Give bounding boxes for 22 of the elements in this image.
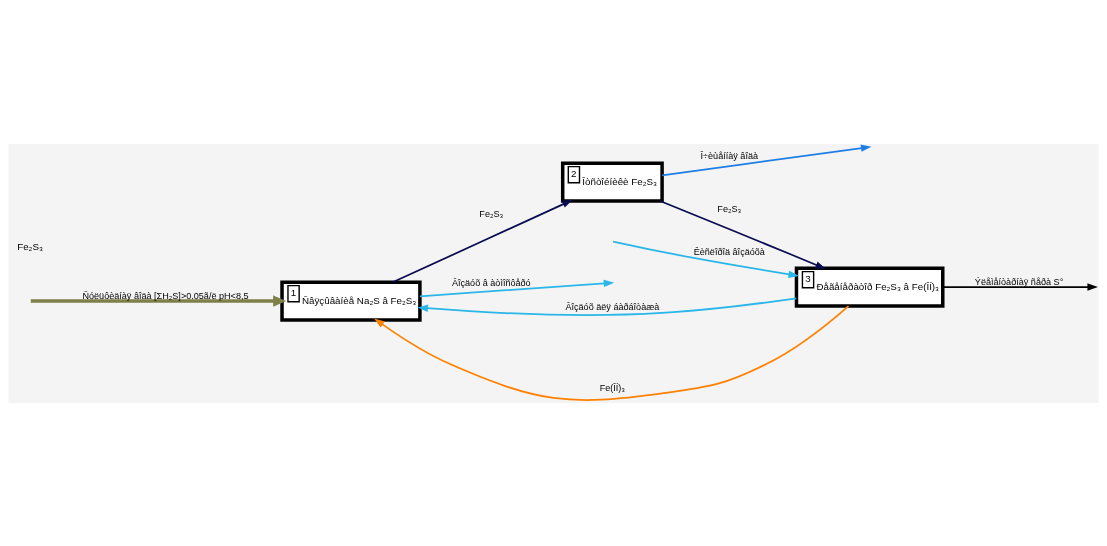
label: Fe₂S₃ (17, 240, 43, 252)
edge-label: Ýëåìåíòàðíàÿ ñåðà S° (974, 276, 1064, 287)
node-box: 1 Ñâÿçûâàíèå Na₂S â Fe₂S₃ (280, 279, 422, 322)
edge-label: Êèñëîðîä âîçäóõà (693, 246, 765, 257)
node-box: 2 Îòñòîéíèêè Fe₂S₃ (560, 160, 664, 203)
edge-label: Fe₂S₃ (717, 203, 742, 214)
edge-label: Ñóëüôèäíàÿ âîäà [ΣH₂S]>0.05ã/ë pH<8,5 (82, 290, 249, 301)
arrow (942, 282, 1098, 291)
arrow (374, 304, 850, 401)
arrow (392, 199, 573, 283)
edge-label: Fe(ÎÍ)₃ (599, 382, 626, 393)
edge-label: Âîçäóõ â àòìîñôåðó (451, 277, 531, 288)
arrow (417, 297, 798, 316)
edge-label: Î÷èùåííàÿ âîäà (700, 150, 759, 161)
edge-label: Âîçäóõ äëÿ áàðáîòàæà (565, 301, 660, 312)
arrow (612, 240, 799, 278)
arrow (419, 279, 615, 297)
node-box: 3 Ðåãåíåðàòîð Fe₂S₃ â Fe(ÎÍ)₃ (794, 265, 945, 308)
arrow (30, 294, 287, 307)
arrow (661, 144, 872, 176)
edge-label: Fe₂S₃ (479, 208, 504, 219)
arrow (659, 199, 826, 269)
